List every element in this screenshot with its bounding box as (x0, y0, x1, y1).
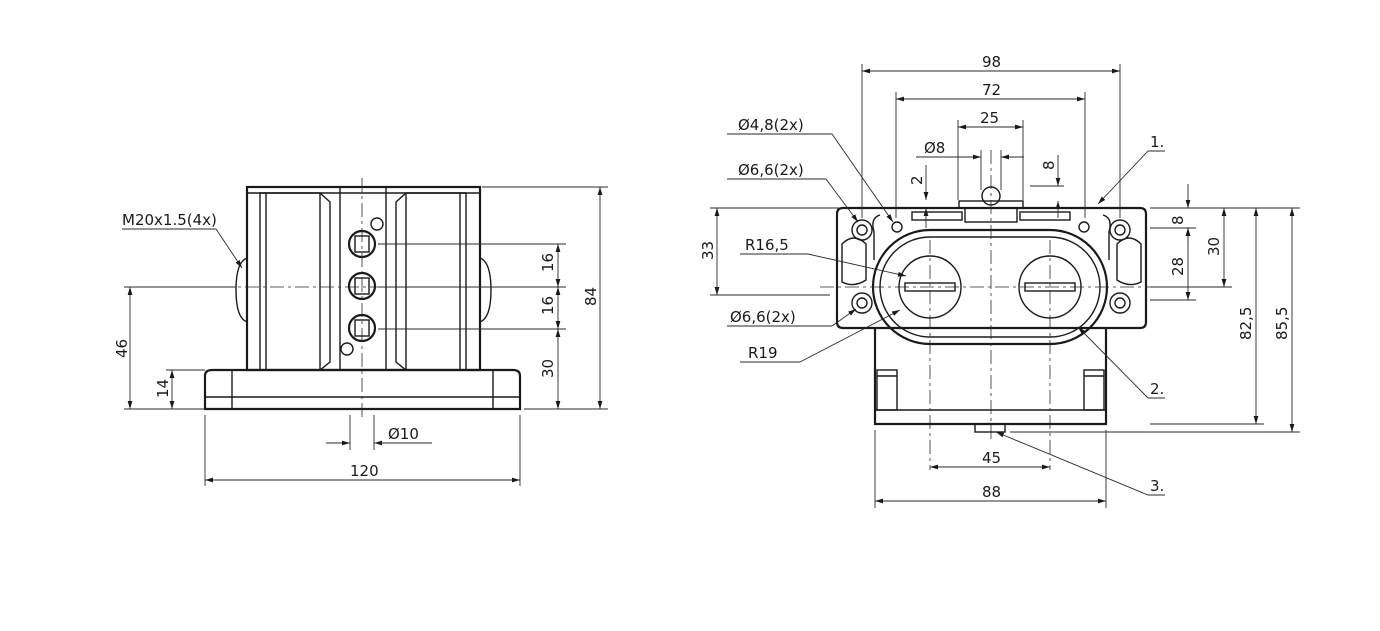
radius-19: R19 (748, 344, 778, 362)
top-slot-left (911, 211, 963, 221)
hole-note-6-6-top: Ø6,6(2x) (738, 161, 804, 179)
dim-25: 25 (980, 109, 999, 127)
dim-85-5: 85,5 (1273, 307, 1291, 340)
hole-small-r (1078, 221, 1090, 233)
hole-br (1109, 292, 1131, 314)
hole-bl (851, 292, 873, 314)
dim-dia8: Ø8 (924, 139, 945, 157)
dim-30-left: 30 (539, 359, 557, 378)
screw-hole-bottom (340, 342, 354, 356)
thread-note: M20x1.5(4x) (122, 211, 217, 229)
hole-tr (1109, 219, 1131, 241)
housing-slot-left (876, 369, 898, 411)
callout-3: 3. (1150, 477, 1164, 495)
clip-right (1116, 237, 1142, 286)
dim-33: 33 (699, 241, 717, 260)
hole-tl (851, 219, 873, 241)
screw-hole-top (370, 217, 384, 231)
bottom-plug (974, 423, 1006, 433)
hole-note-4-8: Ø4,8(2x) (738, 116, 804, 134)
callout-1: 1. (1150, 133, 1164, 151)
left-view: 120 Ø10 84 16 16 30 46 14 M (113, 178, 608, 486)
dim-98: 98 (982, 53, 1001, 71)
hole-note-6-6-bottom: Ø6,6(2x) (730, 308, 796, 326)
dim-45: 45 (982, 449, 1001, 467)
dim-dia10: Ø10 (388, 425, 419, 443)
housing-slot-right (1083, 369, 1105, 411)
clip-left (841, 237, 867, 286)
dim-8-top: 8 (1040, 160, 1058, 170)
dim-16-b: 16 (539, 296, 557, 315)
dim-16-a: 16 (539, 253, 557, 272)
radius-16-5: R16,5 (745, 236, 789, 254)
callout-2: 2. (1150, 380, 1164, 398)
dim-120: 120 (350, 462, 379, 480)
top-slot-right (1019, 211, 1071, 221)
dim-82-5: 82,5 (1237, 307, 1255, 340)
left-base-flange (203, 368, 522, 411)
dim-2: 2 (908, 175, 926, 185)
right-view: 98 72 25 Ø8 8 2 33 8 (699, 53, 1300, 508)
dim-30-right: 30 (1205, 237, 1223, 256)
dim-28: 28 (1169, 257, 1187, 276)
left-main-body (245, 185, 482, 372)
dim-8-right: 8 (1169, 215, 1187, 225)
right-flange-plate (835, 206, 1148, 330)
dim-72: 72 (982, 81, 1001, 99)
dim-84: 84 (582, 287, 600, 306)
obround-inner (879, 236, 1101, 338)
dim-14: 14 (154, 379, 172, 398)
dim-88: 88 (982, 483, 1001, 501)
left-boss-right (479, 257, 492, 323)
hole-small-l (891, 221, 903, 233)
dim-46: 46 (113, 339, 131, 358)
